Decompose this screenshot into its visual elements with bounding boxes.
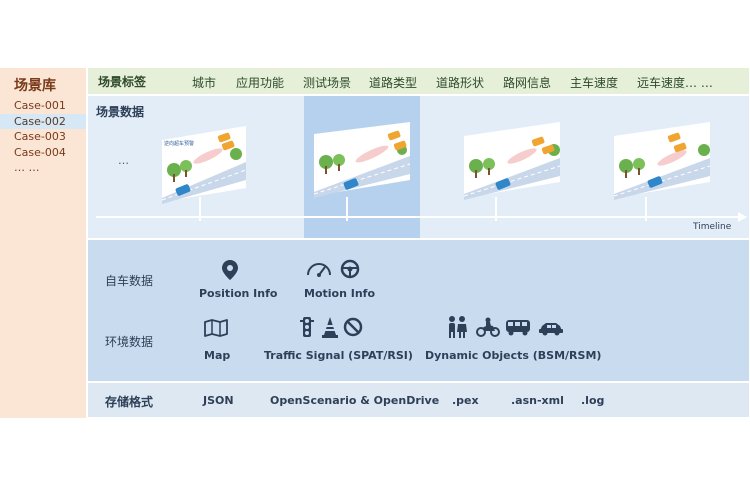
case-item[interactable]: Case-004	[14, 145, 66, 159]
format-log: .log	[581, 394, 605, 407]
tag-road-network[interactable]: 路网信息	[503, 76, 552, 90]
case-list: Case-001 Case-002 Case-003 Case-004 … …	[0, 98, 86, 176]
tag-road-shape[interactable]: 道路形状	[436, 76, 485, 90]
storage-format-title: 存储格式	[105, 395, 154, 409]
storage-format-panel	[88, 383, 749, 417]
scene-data-title: 场景数据	[96, 105, 145, 119]
scene-tags-title: 场景标签	[98, 75, 147, 89]
case-item[interactable]: Case-003	[14, 130, 66, 143]
traffic-signal-label: Traffic Signal (SPAT/RSI)	[264, 349, 413, 362]
format-pex: .pex	[452, 394, 479, 407]
pedestrians-icon	[449, 316, 467, 338]
map-icon	[204, 319, 228, 337]
scene-tags-bar: 场景标签 城市 应用功能 测试场景 道路类型 道路形状 路网信息 主车速度 远车…	[88, 68, 749, 94]
scene-library-title: 场景库	[14, 78, 56, 94]
traffic-light-icon	[300, 317, 314, 337]
scene-thumbnail[interactable]	[460, 120, 564, 204]
scene-thumbnail[interactable]	[610, 120, 714, 204]
tag-road-type[interactable]: 道路类型	[369, 76, 418, 90]
timeline-axis	[96, 216, 746, 218]
timeline-tick	[495, 197, 497, 221]
ego-data-label: 自车数据	[105, 274, 154, 288]
timeline-label: Timeline	[693, 222, 732, 232]
tag-remote-speed[interactable]: 远车速度… …	[637, 76, 713, 90]
tag-test-scene[interactable]: 测试场景	[303, 76, 352, 90]
car-icon	[539, 323, 563, 336]
format-json: JSON	[203, 394, 234, 407]
scene-ellipsis: …	[118, 154, 129, 167]
location-pin-icon	[222, 260, 238, 280]
no-entry-icon	[343, 317, 363, 337]
case-item[interactable]: Case-001	[14, 99, 66, 112]
timeline-tick	[199, 197, 201, 221]
vehicle-environment-panel	[88, 240, 749, 381]
timeline-arrow	[738, 212, 747, 222]
position-info-label: Position Info	[199, 287, 278, 300]
format-asn-xml: .asn-xml	[511, 394, 564, 407]
case-item-selected[interactable]: Case-002	[0, 113, 86, 129]
timeline-tick	[645, 197, 647, 221]
tag-ego-speed[interactable]: 主车速度	[570, 76, 619, 90]
bus-icon	[506, 320, 530, 336]
scene-thumbnail-selected[interactable]	[310, 120, 414, 202]
motorcycle-icon	[476, 317, 500, 337]
dynamic-objects-label: Dynamic Objects (BSM/RSM)	[425, 349, 602, 362]
motion-info-label: Motion Info	[304, 287, 376, 300]
tag-city[interactable]: 城市	[192, 76, 217, 90]
format-openscenario: OpenScenario & OpenDrive	[270, 394, 440, 407]
env-data-label: 环境数据	[105, 335, 154, 349]
steering-wheel-icon	[340, 259, 360, 279]
map-label: Map	[204, 349, 231, 362]
traffic-cone-icon	[322, 317, 338, 338]
timeline-tick	[346, 197, 348, 221]
scene-library-panel: 场景库 Case-001 Case-002 Case-003 Case-004 …	[0, 68, 86, 418]
tag-function[interactable]: 应用功能	[236, 76, 285, 90]
scene-thumbnail[interactable]	[158, 124, 250, 208]
case-more: … …	[14, 161, 40, 174]
thumbnail-caption: 逆向超车预警	[164, 141, 195, 147]
speedometer-icon	[307, 263, 331, 277]
